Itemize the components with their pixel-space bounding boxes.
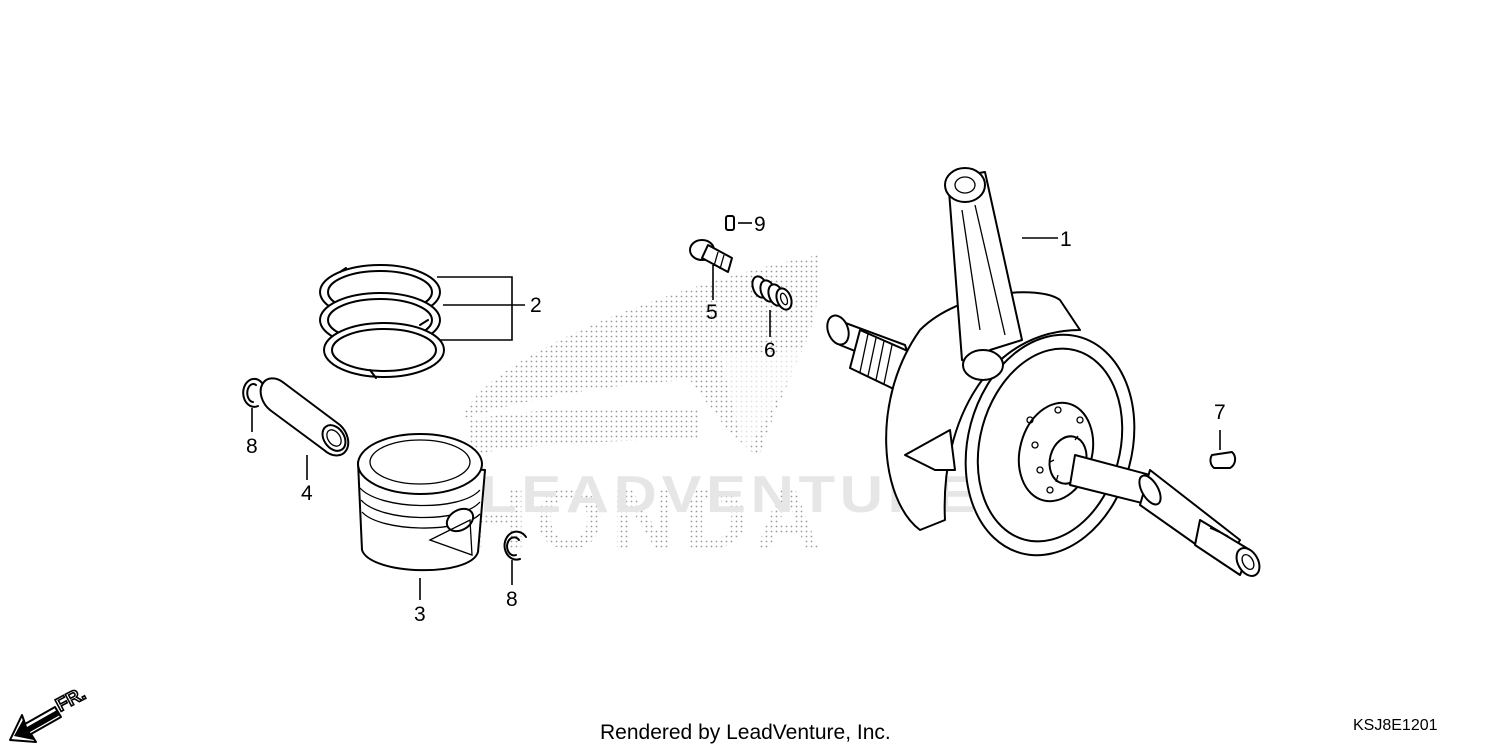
tensioner-bolt[interactable] (689, 239, 733, 273)
small-pin[interactable] (725, 215, 735, 231)
piston[interactable] (357, 433, 486, 572)
diagram-code: KSJ8E1201 (1353, 717, 1438, 734)
callout-8-left[interactable]: 8 (246, 435, 258, 458)
piston-pin[interactable] (259, 377, 351, 457)
callout-1[interactable]: 1 (1060, 228, 1072, 251)
callout-6[interactable]: 6 (764, 339, 776, 362)
callout-8-right[interactable]: 8 (506, 588, 518, 611)
callout-5[interactable]: 5 (706, 301, 718, 324)
footer-credit: Rendered by LeadVenture, Inc. (600, 721, 891, 744)
callout-7[interactable]: 7 (1214, 401, 1226, 424)
honda-wing-watermark (462, 255, 821, 455)
callout-2[interactable]: 2 (530, 294, 542, 317)
piston-pin-clip-left[interactable] (242, 377, 263, 408)
front-direction-arrow (9, 706, 62, 743)
callout-9[interactable]: 9 (754, 213, 766, 236)
woodruff-key[interactable] (1209, 451, 1237, 469)
spring[interactable] (750, 274, 795, 311)
crankshaft-assembly[interactable] (823, 167, 1264, 580)
callout-4[interactable]: 4 (301, 482, 313, 505)
piston-rings[interactable] (319, 264, 445, 379)
leader-lines (251, 222, 1221, 600)
honda-wordmark-watermark: HONDA (462, 472, 827, 566)
piston-pin-clip-right[interactable] (503, 530, 527, 561)
callout-3[interactable]: 3 (414, 603, 426, 626)
